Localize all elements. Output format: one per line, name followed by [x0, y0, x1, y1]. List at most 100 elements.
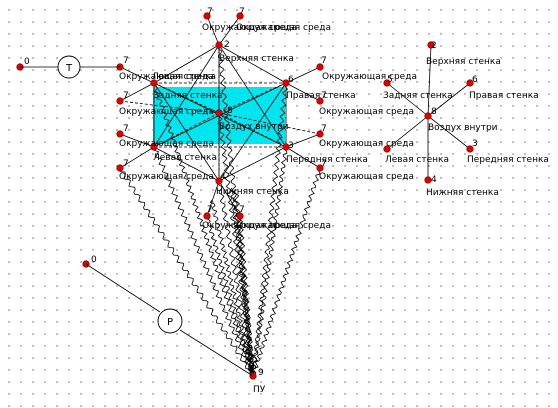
p-block[interactable] — [157, 308, 183, 334]
radiation-link — [251, 146, 288, 377]
label-env-bot-a: Окружающая среда — [202, 221, 297, 231]
node-air[interactable] — [215, 109, 223, 117]
label-right-wall-left: Правая стенка — [286, 91, 356, 101]
link-0-p — [85, 263, 161, 313]
num-7-r3: 7 — [321, 124, 327, 134]
edge — [206, 180, 220, 217]
num-7-top-b: 7 — [239, 7, 245, 17]
node-left-env2[interactable] — [116, 97, 124, 105]
node-r-env1[interactable] — [316, 63, 324, 71]
edge — [427, 44, 432, 117]
label-env-r1: Окружающая среда — [322, 72, 417, 82]
node-left-env3[interactable] — [116, 130, 124, 138]
node-top-e1[interactable] — [203, 12, 211, 20]
num-4-left: 4 — [220, 172, 226, 182]
node-R-right[interactable] — [466, 79, 474, 87]
num-7-l1: 7 — [123, 56, 129, 66]
node-R-air[interactable] — [424, 112, 432, 120]
edge — [427, 115, 471, 150]
label-left-wall-top: Левая стенка — [152, 72, 216, 82]
node-r-env3[interactable] — [316, 130, 324, 138]
edge — [285, 66, 321, 84]
num-7-l3: 7 — [123, 124, 129, 134]
edge — [153, 82, 220, 182]
node-back[interactable] — [150, 79, 158, 87]
node-r-env4[interactable] — [316, 164, 324, 172]
node-R-bot[interactable] — [424, 176, 432, 184]
num-7-l4: 7 — [123, 159, 129, 169]
label-env-r3: Окружающая среда — [319, 139, 414, 149]
node-R-left[interactable] — [383, 145, 391, 153]
radiation-link — [251, 82, 289, 377]
num-7-l2: 7 — [123, 91, 129, 101]
num-0-left: 0 — [24, 57, 30, 67]
num-4-right: 4 — [431, 175, 437, 185]
edge — [119, 133, 155, 148]
num-2-right: 2 — [431, 41, 437, 51]
num-3-left: 3 — [288, 141, 294, 151]
radiation-link — [152, 146, 254, 378]
label-env-bot-b: Окружающая среда — [236, 221, 331, 231]
edge — [218, 146, 287, 182]
radiation-link — [209, 199, 256, 376]
node-bot-e1[interactable] — [203, 212, 211, 220]
radiation-link — [216, 180, 256, 377]
t-block-label: T — [65, 63, 73, 74]
label-env-top-a: Окружающая среда — [202, 23, 297, 33]
label-env-l4: Окружающая среда — [119, 172, 214, 182]
t-block[interactable] — [57, 55, 81, 79]
num-2-left: 2 — [224, 40, 230, 50]
num-0-p: 0 — [91, 255, 97, 265]
label-env-top-b: Окружающая среда — [236, 23, 331, 33]
num-8-right: 8 — [431, 107, 437, 117]
radiation-link — [233, 189, 255, 377]
node-br[interactable] — [282, 143, 290, 151]
radiation-link — [118, 167, 253, 377]
num-7-bot-a: 7 — [207, 205, 213, 215]
node-bl[interactable] — [150, 143, 158, 151]
edge — [285, 133, 321, 148]
node-r-env2[interactable] — [316, 97, 324, 105]
radiation-link — [237, 215, 256, 377]
node-right[interactable] — [282, 79, 290, 87]
radiation-link — [204, 215, 256, 376]
edge — [153, 44, 220, 148]
edge — [218, 44, 287, 84]
label-env-r4: Окружающая среда — [319, 172, 414, 182]
edge — [218, 44, 287, 148]
label-back-wall-left: Задняя стенка — [153, 91, 223, 101]
num-9: 9 — [258, 368, 264, 378]
num-6-right: 6 — [472, 75, 478, 85]
edge — [153, 82, 220, 114]
label-air-inside-left: Воздух внутри — [219, 122, 289, 132]
edge — [218, 112, 321, 135]
label-top-wall-right: Верхняя стенка — [426, 57, 501, 67]
edge — [206, 15, 220, 46]
num-5-right: 5 — [387, 75, 393, 85]
num-7-r2: 7 — [321, 91, 327, 101]
label-env-l2: Окружающая среда — [119, 107, 214, 117]
label-bottom-wall-right: Нижняя стенка — [426, 188, 499, 198]
edge — [119, 146, 155, 169]
edge — [119, 100, 220, 114]
radiation-links — [118, 44, 321, 378]
num-7-bot-b: 7 — [239, 205, 245, 215]
node-top-e2[interactable] — [236, 12, 244, 20]
label-env-l3: Окружающая среда — [119, 139, 214, 149]
node-R-front[interactable] — [466, 145, 474, 153]
node-R-back[interactable] — [383, 79, 391, 87]
edge — [218, 180, 241, 217]
node-bot-e2[interactable] — [236, 212, 244, 220]
p-block-label: P — [167, 317, 173, 328]
edge — [153, 44, 220, 84]
node-top[interactable] — [215, 41, 223, 49]
label-front-wall-right: Передняя стенка — [467, 155, 549, 165]
radiation-link — [216, 44, 256, 377]
node-bottom[interactable] — [215, 177, 223, 185]
label-air-inside-right: Воздух внутри — [428, 123, 498, 133]
node-R-top[interactable] — [427, 41, 435, 49]
label-env-l1: Окружающая среда — [119, 72, 214, 82]
label-env-r2: Окружающая среда — [319, 107, 414, 117]
node-left-env4[interactable] — [116, 164, 124, 172]
